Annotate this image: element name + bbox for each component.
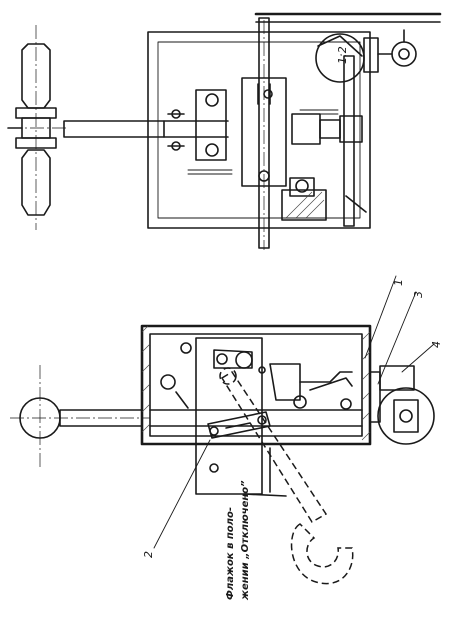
- plan-view: 1:2: [7, 12, 442, 250]
- callout-2: 2: [142, 551, 155, 558]
- callout-4: 4: [430, 341, 443, 348]
- section-ball-end: [10, 365, 150, 470]
- callout-1: 1: [392, 279, 405, 286]
- section-flag-off-position: [209, 367, 354, 585]
- plan-flag: [7, 25, 66, 230]
- plan-housing: [147, 17, 371, 250]
- caption-line-1: Флажок в поло-: [225, 507, 236, 600]
- section-leaders: [153, 275, 435, 549]
- section-housing: [140, 324, 435, 495]
- callout-3: 3: [412, 291, 425, 298]
- plan-rod: [63, 120, 229, 138]
- plan-top-right-detail: 1:2: [254, 12, 442, 83]
- plan-detail-note: 1:2: [336, 46, 349, 64]
- caption-line-2: жении „Отключено”: [240, 480, 251, 601]
- section-view: 1 3 4 2 Флажок в поло- жении „Отключено”: [10, 275, 443, 601]
